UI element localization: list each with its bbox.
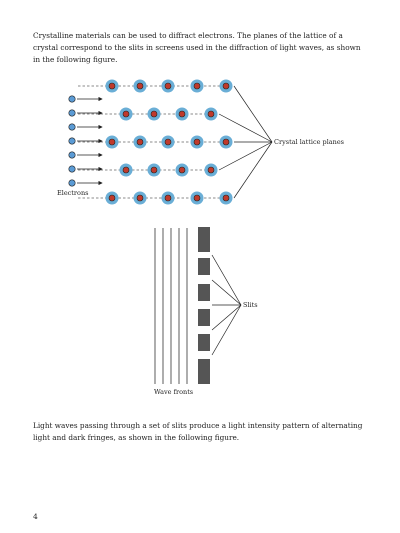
page-number: 4: [33, 512, 38, 521]
atom-core: [136, 138, 144, 146]
electron-icon: [68, 95, 76, 103]
atom-core: [150, 166, 158, 174]
atom-core: [207, 166, 215, 174]
lattice-plane-pointers: [218, 85, 273, 199]
plane-pointer-line: [233, 141, 273, 199]
atom-core: [178, 166, 186, 174]
electron-icon: [68, 109, 76, 117]
electron-icon: [68, 165, 76, 173]
plane-pointer-line: [233, 85, 273, 143]
atom-core: [222, 138, 230, 146]
intro-paragraph: Crystalline materials can be used to dif…: [33, 31, 361, 64]
wave-fronts: [154, 228, 188, 384]
electron-icon: [68, 137, 76, 145]
atom-core: [108, 82, 116, 90]
atom-core: [164, 82, 172, 90]
slit-screen-block: [198, 227, 210, 252]
crystal-planes-label: Crystal lattice planes: [274, 138, 344, 146]
atom-core: [122, 166, 130, 174]
slits-label: Slits: [243, 301, 258, 309]
atom-core: [207, 110, 215, 118]
fringes-paragraph: Light waves passing through a set of sli…: [33, 421, 363, 442]
atom-core: [108, 138, 116, 146]
crystal-lattice: [78, 79, 233, 205]
electron-icon: [68, 151, 76, 159]
electron-beam: [68, 95, 103, 187]
atom-core: [136, 82, 144, 90]
slit-pointer-line: [211, 279, 242, 306]
atom-core: [178, 110, 186, 118]
atom-core: [222, 82, 230, 90]
slit-screen: [198, 227, 210, 384]
slit-pointer-line: [211, 254, 242, 306]
atom-core: [122, 110, 130, 118]
atom-core: [108, 194, 116, 202]
slit-screen-block: [198, 359, 210, 384]
slit-pointers: [211, 254, 242, 356]
slit-screen-block: [198, 334, 210, 351]
atom-core: [164, 194, 172, 202]
slit-screen-block: [198, 309, 210, 326]
atom-core: [193, 194, 201, 202]
wave-fronts-label: Wave fronts: [154, 388, 193, 396]
atom-core: [164, 138, 172, 146]
atom-core: [193, 82, 201, 90]
slit-screen-block: [198, 258, 210, 275]
atom-core: [193, 138, 201, 146]
slit-pointer-line: [211, 304, 242, 331]
atom-core: [136, 194, 144, 202]
slit-pointer-line: [211, 304, 242, 356]
plane-pointer-line: [218, 141, 273, 171]
atom-core: [222, 194, 230, 202]
atom-core: [150, 110, 158, 118]
slit-screen-block: [198, 284, 210, 301]
electron-icon: [68, 179, 76, 187]
electrons-label: Electrons: [57, 189, 88, 197]
electron-icon: [68, 123, 76, 131]
plane-pointer-line: [218, 113, 273, 143]
